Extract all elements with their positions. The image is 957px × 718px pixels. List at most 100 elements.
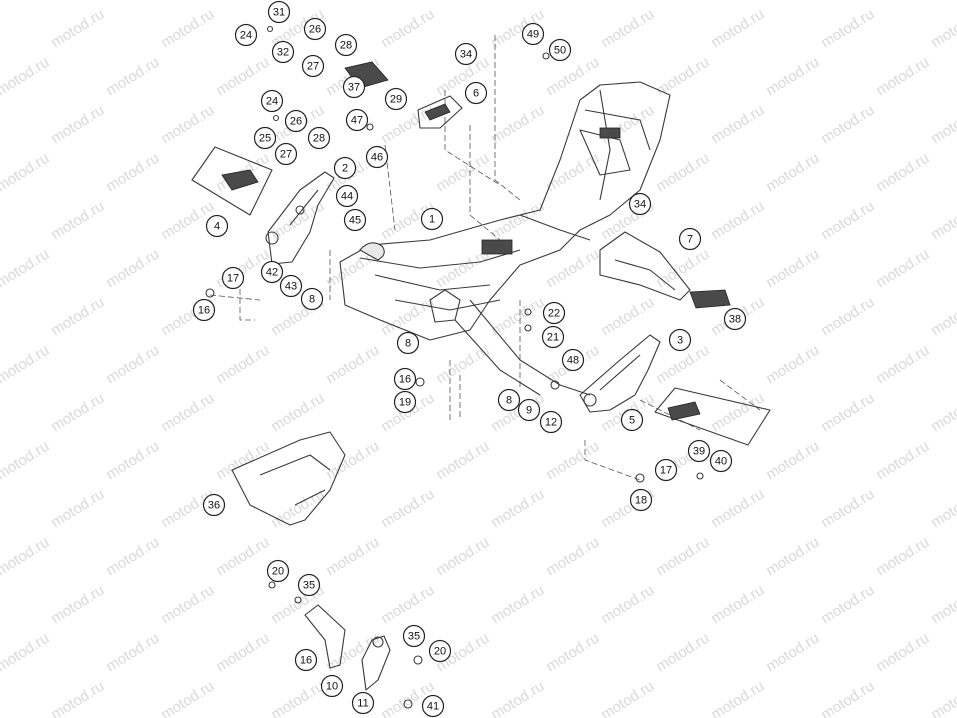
callout-circle bbox=[629, 488, 653, 512]
right-footrest-plate bbox=[579, 334, 661, 413]
watermark-text: motod.ru bbox=[213, 630, 272, 676]
callout-number: 16 bbox=[300, 655, 312, 667]
watermark-text: motod.ru bbox=[653, 0, 712, 3]
watermark-text: motod.ru bbox=[323, 0, 382, 3]
watermark-text: motod.ru bbox=[873, 54, 932, 100]
callout-3: 3 bbox=[668, 328, 692, 352]
watermark-text: motod.ru bbox=[928, 294, 957, 340]
callout-10: 10 bbox=[320, 674, 344, 698]
callout-circle bbox=[541, 325, 565, 349]
callout-16: 16 bbox=[393, 367, 417, 391]
callout-number: 12 bbox=[545, 417, 557, 429]
watermark-text: motod.ru bbox=[0, 438, 52, 484]
watermark-text: motod.ru bbox=[433, 0, 492, 3]
watermark-text: motod.ru bbox=[0, 630, 52, 676]
watermark-text: motod.ru bbox=[543, 150, 602, 196]
callout-39: 39 bbox=[687, 439, 711, 463]
callout-number: 40 bbox=[715, 456, 727, 468]
callout-circle bbox=[420, 207, 444, 231]
watermark-text: motod.ru bbox=[818, 390, 877, 436]
watermark-text: motod.ru bbox=[0, 54, 52, 100]
callout-number: 21 bbox=[547, 332, 559, 344]
callout-circle bbox=[620, 408, 644, 432]
watermark-text: motod.ru bbox=[323, 630, 382, 676]
watermark-text: motod.ru bbox=[818, 6, 877, 52]
watermark-text: motod.ru bbox=[378, 102, 437, 148]
watermark-text: motod.ru bbox=[928, 678, 957, 718]
callout-number: 32 bbox=[277, 47, 289, 59]
callout-8: 8 bbox=[300, 287, 324, 311]
callout-20: 20 bbox=[266, 559, 290, 583]
callout-27: 27 bbox=[301, 54, 325, 78]
callout-number: 48 bbox=[567, 355, 579, 367]
watermark-text: motod.ru bbox=[433, 534, 492, 580]
callout-number: 28 bbox=[313, 133, 325, 145]
callout-40: 40 bbox=[709, 449, 733, 473]
callout-number: 26 bbox=[309, 24, 321, 36]
callout-circle bbox=[307, 126, 331, 150]
callout-21: 21 bbox=[541, 325, 565, 349]
callout-circle bbox=[260, 89, 284, 113]
callout-26: 26 bbox=[303, 17, 327, 41]
watermark-text: motod.ru bbox=[158, 390, 217, 436]
watermark-text: motod.ru bbox=[103, 150, 162, 196]
callout-number: 24 bbox=[266, 96, 278, 108]
watermark-text: motod.ru bbox=[488, 486, 547, 532]
callout-41: 41 bbox=[421, 694, 445, 718]
watermark-text: motod.ru bbox=[653, 246, 712, 292]
watermark-text: motod.ru bbox=[818, 102, 877, 148]
watermark-text: motod.ru bbox=[818, 294, 877, 340]
callout-circle bbox=[654, 458, 678, 482]
watermark-text: motod.ru bbox=[433, 342, 492, 388]
watermark-text: motod.ru bbox=[763, 150, 822, 196]
watermark-text: motod.ru bbox=[543, 438, 602, 484]
callout-22: 22 bbox=[542, 301, 566, 325]
watermark-text: motod.ru bbox=[213, 54, 272, 100]
callout-4: 4 bbox=[205, 214, 229, 238]
watermark-text: motod.ru bbox=[213, 534, 272, 580]
watermark-text: motod.ru bbox=[818, 486, 877, 532]
watermark-text: motod.ru bbox=[873, 438, 932, 484]
callout-circle bbox=[202, 493, 226, 517]
watermark-text: motod.ru bbox=[488, 582, 547, 628]
watermark-text: motod.ru bbox=[103, 438, 162, 484]
watermark-text: motod.ru bbox=[708, 486, 767, 532]
callout-number: 42 bbox=[266, 267, 278, 279]
callout-5: 5 bbox=[620, 408, 644, 432]
callout-circle bbox=[253, 126, 277, 150]
callout-17: 17 bbox=[221, 266, 245, 290]
watermark-text: motod.ru bbox=[268, 390, 327, 436]
callout-circle bbox=[234, 23, 258, 47]
watermark-text: motod.ru bbox=[0, 150, 52, 196]
callout-circle bbox=[266, 559, 290, 583]
watermark-text: motod.ru bbox=[48, 6, 107, 52]
watermark-text: motod.ru bbox=[323, 438, 382, 484]
callout-number: 11 bbox=[357, 698, 368, 710]
callout-6: 6 bbox=[464, 81, 488, 105]
callout-circle bbox=[548, 38, 572, 62]
callout-circle bbox=[271, 40, 295, 64]
watermark-text: motod.ru bbox=[213, 342, 272, 388]
callout-number: 37 bbox=[348, 82, 360, 94]
callout-circle bbox=[320, 674, 344, 698]
callout-46: 46 bbox=[365, 145, 389, 169]
watermark-text: motod.ru bbox=[928, 102, 957, 148]
watermark-text: motod.ru bbox=[873, 342, 932, 388]
callout-circle bbox=[521, 22, 545, 46]
callout-31: 31 bbox=[267, 0, 291, 24]
callout-number: 34 bbox=[460, 49, 472, 61]
callout-number: 1 bbox=[429, 214, 435, 226]
callout-number: 43 bbox=[285, 281, 297, 293]
callout-number: 28 bbox=[340, 40, 352, 52]
watermark-text: motod.ru bbox=[323, 534, 382, 580]
watermark-text: motod.ru bbox=[103, 246, 162, 292]
lower-bracket-left bbox=[304, 604, 346, 669]
watermark-text: motod.ru bbox=[103, 534, 162, 580]
watermark-text: motod.ru bbox=[708, 6, 767, 52]
callout-37: 37 bbox=[342, 75, 366, 99]
watermark-text: motod.ru bbox=[543, 534, 602, 580]
watermark-text: motod.ru bbox=[48, 294, 107, 340]
callout-circle bbox=[274, 142, 298, 166]
watermark-text: motod.ru bbox=[488, 678, 547, 718]
